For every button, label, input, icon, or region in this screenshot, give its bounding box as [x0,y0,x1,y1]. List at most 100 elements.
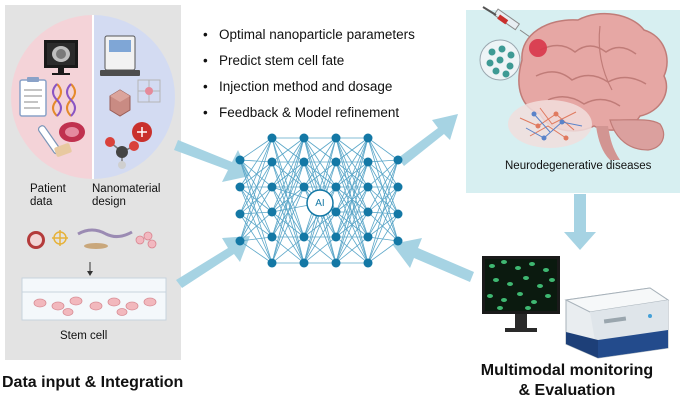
network-node [363,232,373,242]
syringe-icon [482,6,531,38]
network-edge [335,137,369,213]
fluorescent-cell [529,262,535,266]
bullet-item: Feedback & Model refinement [203,100,415,126]
analyzer-machine-icon [564,287,670,359]
network-edge [367,137,399,188]
network-node [331,232,341,242]
network-edge [239,240,273,264]
data-input-title: Data input & Integration [2,374,184,391]
network-edge [239,211,273,242]
network-edge [367,240,399,264]
flow-arrows [174,114,596,288]
tube-icon [37,125,72,157]
network-node [299,232,309,242]
network-edge [367,213,399,264]
network-node [235,182,245,192]
mri-brain-monitor-icon [44,40,78,75]
network-node [393,182,403,192]
network-edge [271,137,305,264]
network-edge [271,211,305,264]
network-edge [367,159,399,264]
neural-network [235,133,403,268]
network-edge [367,137,399,161]
fluorescent-cell [501,260,507,264]
nano-grid-icon [137,79,161,103]
network-node [331,182,341,192]
network-edge [367,159,399,163]
network-edge [335,236,369,264]
network-edge [303,211,337,264]
network-edge [271,137,305,188]
network-edge [303,137,337,188]
network-node [299,157,309,167]
network-node [299,182,309,192]
fluorescent-cell [487,294,493,298]
molecule-icon [105,137,139,169]
fluorescent-cell [515,266,521,270]
arrow-to-disease [398,114,458,166]
network-edge [367,137,399,215]
network-node [299,133,309,143]
network-edge [239,211,273,215]
petri-dish-icon [21,277,167,321]
network-edge [303,236,337,264]
network-edge [335,211,369,264]
network-edge [239,213,273,264]
network-edge [271,236,305,264]
network-node [363,133,373,143]
network-edge [271,186,305,264]
network-edge [239,161,273,188]
network-edge [367,186,399,264]
network-node [363,207,373,217]
network-edge [239,137,273,161]
network-edge [335,137,369,188]
network-node [363,258,373,268]
network-node [393,209,403,219]
stem-cell-icons-row [27,228,157,249]
network-edge [335,161,369,264]
pill-icon [59,122,85,142]
nanoparticle-cluster-icon [479,39,521,81]
network-edge [335,137,369,163]
network-node [363,182,373,192]
fluorescent-cell [545,294,551,298]
network-edge [239,159,273,238]
network-edge [303,161,337,188]
network-edge [303,137,337,238]
network-edge [367,159,399,188]
network-edge [335,137,369,238]
fluorescent-cell [537,284,543,288]
arrow-to-monitoring [564,194,596,250]
network-edge [239,186,273,264]
fluorescent-cell [507,282,513,286]
cell-image-monitor-icon [482,256,560,332]
network-edge [239,186,273,213]
disease-label: Neurodegenerative diseases [505,160,652,172]
network-edge [335,137,369,264]
patient-data-label: Patient data [30,183,66,208]
arrow-feedback [392,238,474,282]
network-node [267,133,277,143]
network-node [267,182,277,192]
network-edge [271,137,305,238]
fluorescent-cell [549,278,555,282]
network-node [267,207,277,217]
network-edge [239,236,273,242]
network-node [235,155,245,165]
fluorescent-cell [489,264,495,268]
network-edge [239,161,273,215]
network-edge [239,213,273,238]
network-edge [239,137,273,215]
bullet-item: Optimal nanoparticle parameters [203,22,415,48]
nanocrystal-icon [109,89,131,117]
monitoring-title: Multimodal monitoring & Evaluation [480,362,654,399]
network-node [331,157,341,167]
network-node [267,157,277,167]
arrow-input-top [174,140,250,182]
nanomaterial-design-label: Nanomaterial design [92,183,161,208]
network-node [267,232,277,242]
network-edge [239,161,273,242]
network-node [267,258,277,268]
network-edge [239,159,273,188]
